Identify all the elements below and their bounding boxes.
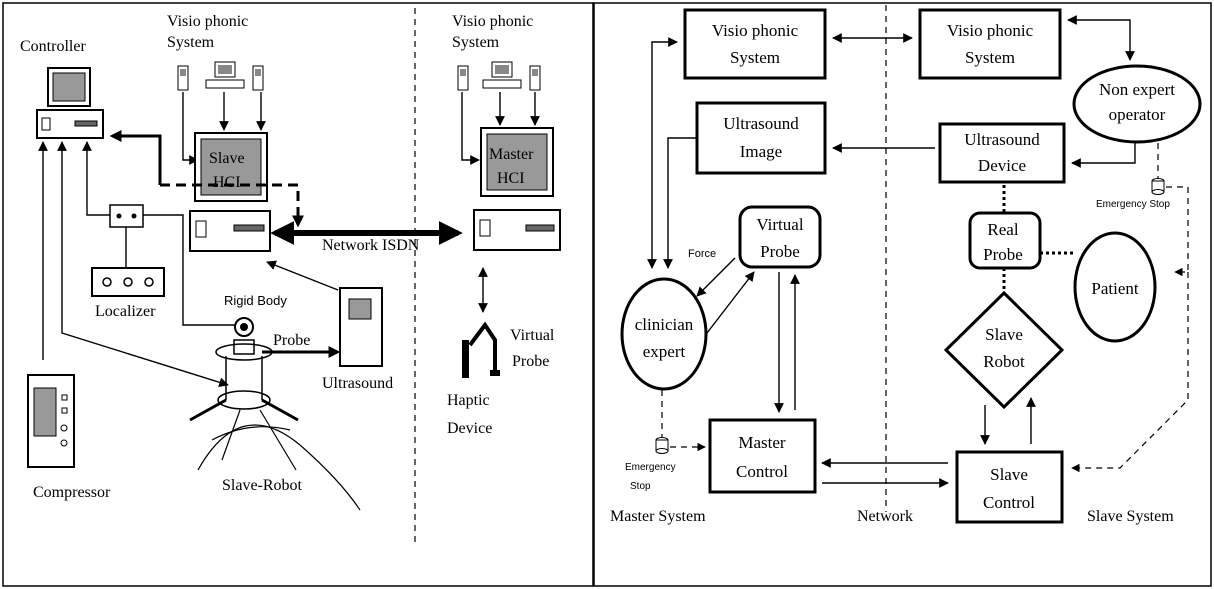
network-isdn-label: Network ISDN [322,237,420,254]
controller-computer-icon [36,67,104,139]
visio-slave-label-1: Visio phonic [167,13,248,30]
slave-robot-text-1: Slave [985,325,1023,344]
ultrasound-image-text-1: Ultrasound [723,114,799,133]
virtual-probe-label-2: Probe [512,353,549,370]
master-control-text-1: Master [738,433,786,452]
patient-text: Patient [1091,279,1138,298]
emergency-stop-master-label-2: Stop [630,481,651,492]
emergency-stop-slave-icon [1151,178,1165,195]
localizer-label: Localizer [95,303,156,320]
compressor-label: Compressor [33,484,111,501]
visio-master-devices-icon [457,61,541,91]
ultrasound-image-text-2: Image [740,142,782,161]
slave-hci-label-1: Slave [209,150,245,167]
master-control-box [708,418,817,494]
visio-master-text-1: Visio phonic [712,21,799,40]
non-expert-text-1: Non expert [1099,80,1175,99]
slave-robot-icon [189,317,361,511]
visio-slave-box [918,8,1062,80]
ultrasound-device-text-1: Ultrasound [964,130,1040,149]
master-hci-label-1: Master [489,146,534,163]
master-hci-computer-icon [473,127,561,251]
slave-control-text-1: Slave [990,465,1028,484]
right-panel: Visio phonic System Visio phonic System … [610,5,1202,525]
ultrasound-label: Ultrasound [322,375,393,392]
haptic-label-2: Device [447,420,492,437]
left-panel-frame [2,2,594,587]
haptic-device-icon [462,321,500,378]
visio-slave-label-2: System [167,34,215,51]
virtual-probe-text-2: Probe [760,242,800,261]
slave-control-box [955,450,1064,524]
slave-robot-text-2: Robot [983,352,1025,371]
non-expert-text-2: operator [1109,105,1166,124]
slave-robot-diamond [943,290,1065,410]
visio-slave-text-2: System [965,48,1015,67]
emergency-stop-master-icon [655,437,669,454]
emergency-stop-slave-label: Emergency Stop [1096,199,1170,210]
virtual-probe-label-1: Virtual [510,327,555,344]
visio-slave-text-1: Visio phonic [947,21,1034,40]
visio-master-box [683,8,827,80]
clinician-text-1: clinician [635,315,694,334]
haptic-label-1: Haptic [447,392,490,409]
virtual-probe-box [738,205,822,269]
real-probe-text-2: Probe [983,245,1023,264]
patient-ellipse [1073,231,1157,343]
slave-control-text-2: Control [983,493,1035,512]
virtual-probe-text-1: Virtual [756,215,803,234]
visio-master-label-2: System [452,34,500,51]
slave-system-label: Slave System [1087,508,1174,525]
left-panel: Controller Visio phonic System [20,8,561,545]
ultrasound-image-box [695,101,827,175]
master-system-label: Master System [610,508,706,525]
non-expert-ellipse [1072,64,1202,144]
ultrasound-device-box [938,122,1066,184]
clinician-ellipse [620,277,708,391]
localizer-device-icon [91,267,165,297]
right-panel-frame [593,2,1212,587]
force-label: Force [688,248,716,260]
ultrasound-device-icon [339,287,383,367]
visio-slave-devices-icon [177,61,264,91]
compressor-icon [27,374,75,468]
visio-master-label-1: Visio phonic [452,13,533,30]
real-probe-text-1: Real [987,220,1018,239]
master-hci-label-2: HCI [497,170,525,187]
localizer-sensor-icon [109,204,144,228]
network-label: Network [857,508,913,525]
clinician-text-2: expert [643,342,686,361]
slave-hci-label-2: HCI [213,174,241,191]
probe-label: Probe [273,332,310,349]
emergency-stop-master-label-1: Emergency [625,462,676,473]
slave-robot-label: Slave-Robot [222,477,303,494]
visio-master-text-2: System [730,48,780,67]
controller-label: Controller [20,38,86,55]
rigid-body-label: Rigid Body [224,293,287,308]
ultrasound-device-text-2: Device [978,156,1026,175]
master-control-text-2: Control [736,462,788,481]
